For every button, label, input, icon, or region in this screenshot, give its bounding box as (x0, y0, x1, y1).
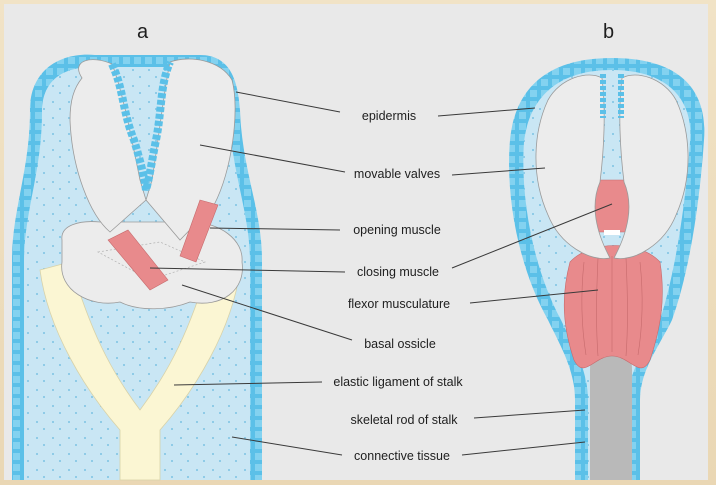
leader-connective-tissue-b (462, 442, 585, 455)
label-connective-tissue: connective tissue (354, 449, 450, 463)
leader-skeletal-rod (474, 410, 585, 418)
label-closing-muscle: closing muscle (357, 265, 439, 279)
label-basal-ossicle: basal ossicle (364, 337, 436, 351)
panel-a-diagram (12, 55, 262, 480)
label-opening-muscle: opening muscle (353, 223, 441, 237)
label-movable-valves: movable valves (354, 167, 440, 181)
label-epidermis: epidermis (362, 109, 416, 123)
skeletal-rod-b (590, 348, 632, 480)
label-flexor-musculature: flexor musculature (348, 297, 450, 311)
label-elastic-ligament: elastic ligament of stalk (333, 375, 463, 389)
leader-epidermis-a (236, 92, 340, 112)
label-skeletal-rod: skeletal rod of stalk (351, 413, 459, 427)
panel-b-diagram (509, 58, 704, 480)
panel-label-b: b (603, 21, 614, 43)
panel-label-a: a (137, 21, 149, 43)
flexor-musculature-b (564, 246, 662, 368)
